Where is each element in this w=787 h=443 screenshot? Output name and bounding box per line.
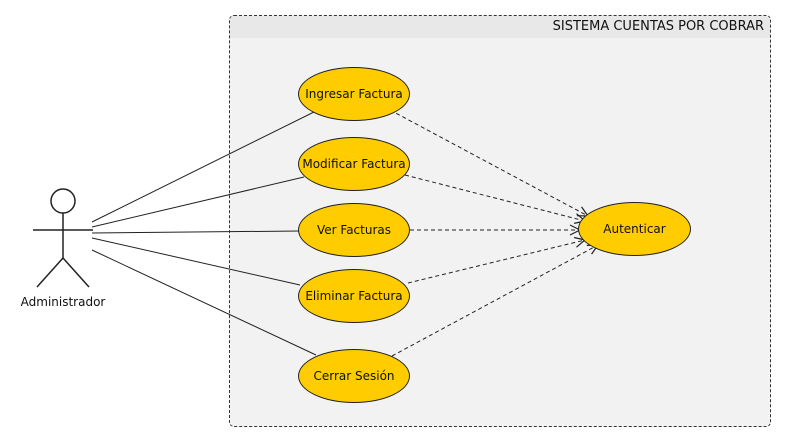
include-modificar-autenticar (404, 174, 585, 221)
use-case-label: Ingresar Factura (305, 87, 403, 101)
association-ver-facturas (91, 230, 301, 234)
actor-name: Administrador (20, 295, 106, 309)
use-case-autenticar[interactable]: Autenticar (578, 202, 691, 256)
use-case-eliminar-factura[interactable]: Eliminar Factura (298, 269, 410, 323)
include-eliminar-autenticar (407, 240, 585, 284)
include-ingresar-autenticar (389, 109, 588, 216)
actor-head (50, 188, 76, 214)
use-case-ver-facturas[interactable]: Ver Facturas (298, 203, 410, 257)
system-title: SISTEMA CUENTAS POR COBRAR (552, 19, 764, 34)
use-case-label: Ver Facturas (316, 223, 391, 237)
system-header: SISTEMA CUENTAS POR COBRAR (230, 16, 770, 38)
association-ingresar-factura (91, 109, 319, 223)
use-case-modificar-factura[interactable]: Modificar Factura (298, 137, 410, 191)
use-case-label: Autenticar (603, 222, 666, 236)
use-case-label: Cerrar Sesión (313, 369, 395, 383)
association-cerrar-sesion (91, 249, 317, 356)
actor-figure (33, 188, 93, 288)
association-eliminar-factura (91, 237, 301, 286)
use-case-label: Eliminar Factura (305, 289, 403, 303)
actor-right-leg (62, 257, 90, 288)
use-case-cerrar-sesion[interactable]: Cerrar Sesión (298, 349, 410, 403)
use-case-label: Modificar Factura (302, 157, 406, 171)
association-modificar-factura (91, 176, 305, 228)
include-cerrar-autenticar (391, 245, 598, 357)
use-case-ingresar-factura[interactable]: Ingresar Factura (298, 67, 410, 121)
actor-left-leg (36, 257, 64, 288)
